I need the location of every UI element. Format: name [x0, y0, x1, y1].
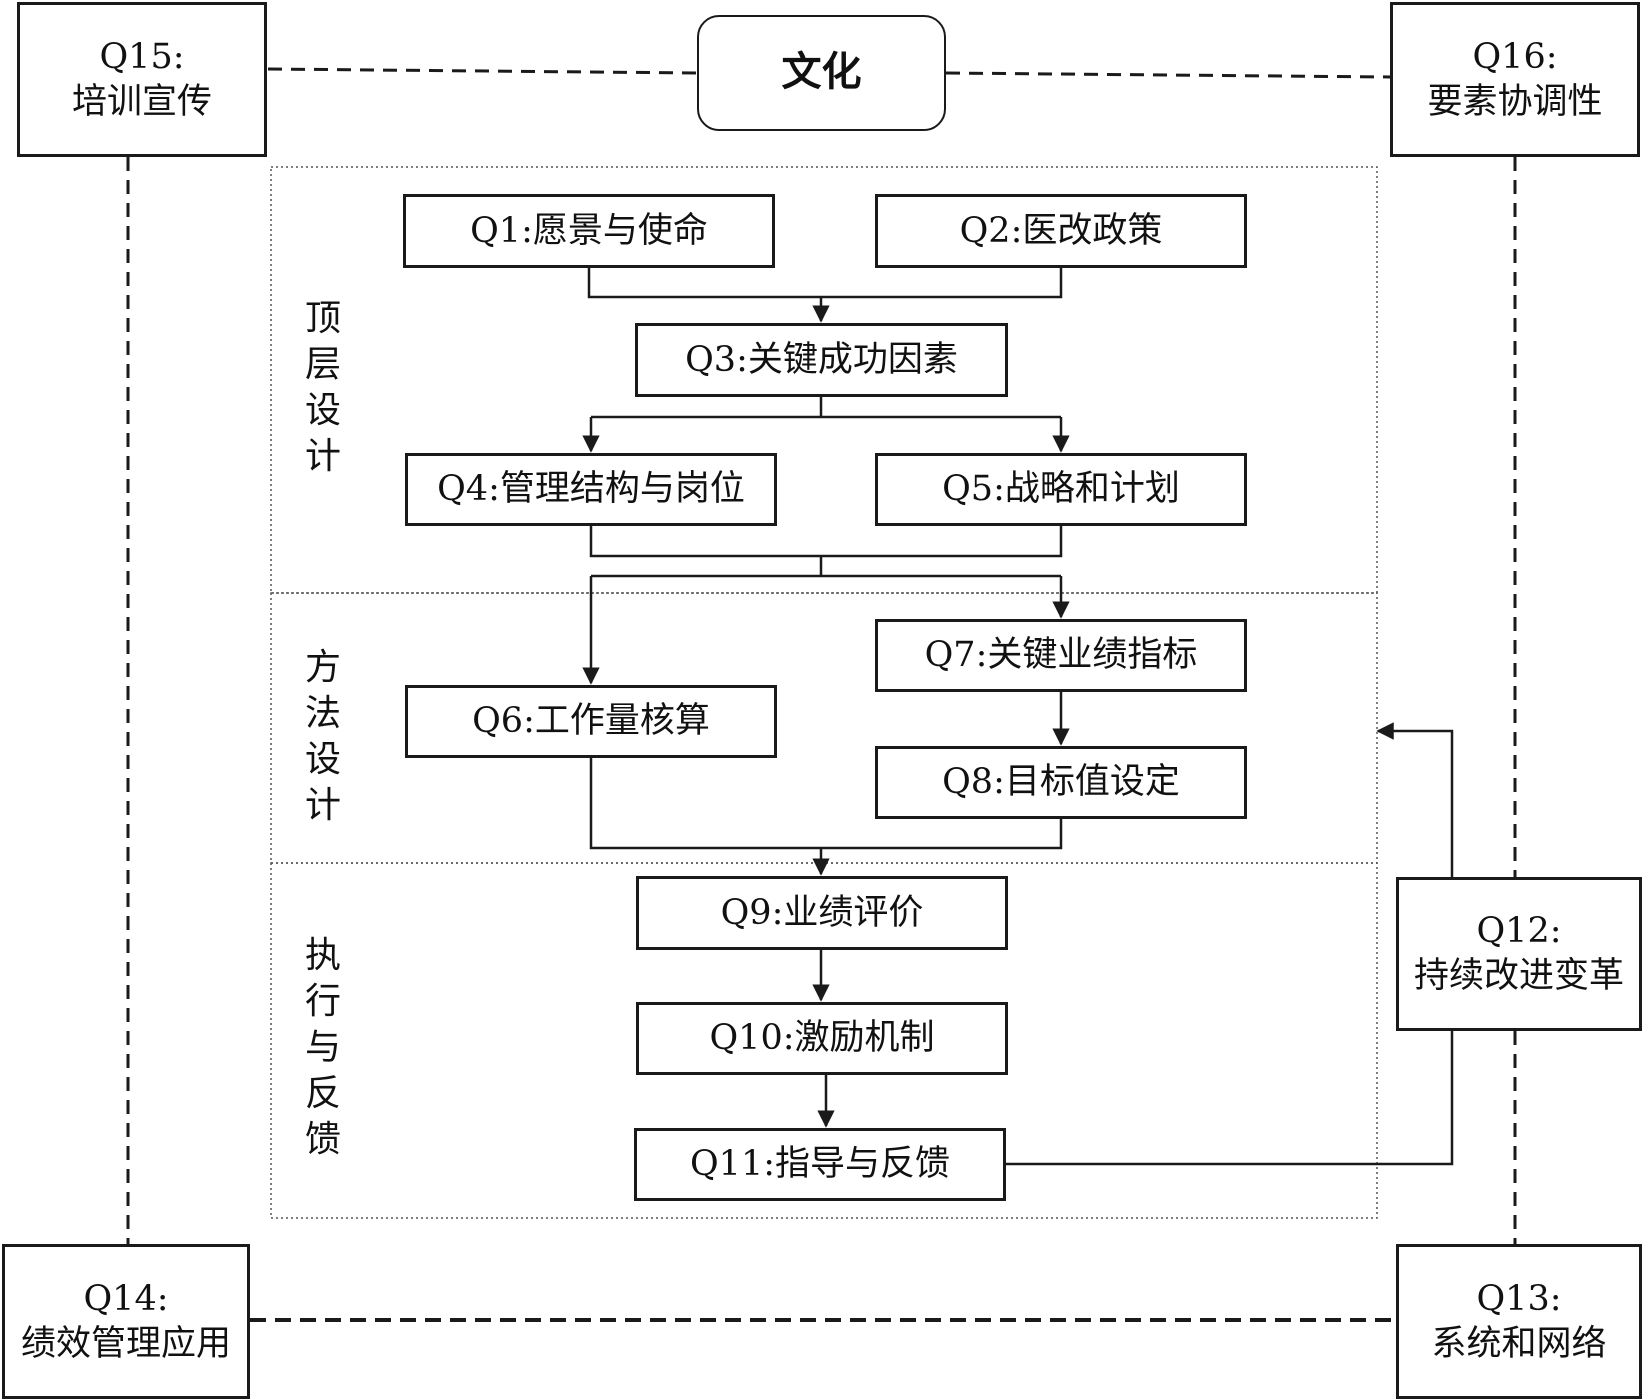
node-q9-label: Q9:业绩评价	[720, 892, 924, 933]
node-q10-label: Q10:激励机制	[709, 1018, 935, 1059]
node-q1: Q1:愿景与使命	[403, 194, 775, 268]
arrow-q12-back	[1376, 722, 1454, 877]
node-q15: Q15: 培训宣传	[17, 2, 267, 157]
node-q15-label: 培训宣传	[71, 81, 212, 122]
link-q11-q12	[1006, 1031, 1454, 1166]
section-char: 计	[304, 785, 341, 826]
node-q6-label: Q6:工作量核算	[472, 701, 710, 742]
node-q8-label: Q8:目标值设定	[942, 762, 1180, 803]
section-char: 层	[304, 344, 341, 385]
dashed-connectors	[126, 67, 1517, 1322]
node-q5: Q5:战略和计划	[875, 453, 1247, 526]
section-label-top-design: 顶 层 设 计	[298, 296, 348, 480]
node-q10: Q10:激励机制	[636, 1002, 1008, 1075]
node-q12-code: Q12:	[1476, 911, 1562, 952]
node-q14: Q14: 绩效管理应用	[2, 1244, 250, 1399]
node-q2-label: Q2:医改政策	[959, 210, 1163, 251]
culture-box: 文化	[697, 15, 946, 131]
node-q4-label: Q4:管理结构与岗位	[437, 469, 745, 510]
section-label-execution: 执 行 与 反 馈	[298, 933, 348, 1163]
dash-culture-q16	[945, 71, 1391, 79]
node-q9: Q9:业绩评价	[636, 876, 1008, 950]
section-char: 设	[304, 739, 341, 780]
node-q11-label: Q11:指导与反馈	[689, 1144, 951, 1185]
node-q13-code: Q13:	[1476, 1278, 1562, 1319]
node-q12: Q12: 持续改进变革	[1396, 877, 1642, 1031]
link-q4-q5-merge	[589, 526, 1063, 558]
section-char: 馈	[304, 1119, 341, 1160]
node-q6: Q6:工作量核算	[405, 685, 777, 758]
link-q1-q2-merge	[587, 268, 1063, 299]
section-char: 与	[304, 1027, 341, 1068]
section-char: 反	[304, 1073, 341, 1114]
flow-connectors	[582, 268, 1454, 1166]
node-q16-label: 要素协调性	[1427, 81, 1603, 122]
node-q7: Q7:关键业绩指标	[875, 619, 1247, 692]
node-q5-label: Q5:战略和计划	[942, 469, 1180, 510]
section-char: 执	[304, 935, 341, 976]
node-q13: Q13: 系统和网络	[1396, 1244, 1642, 1399]
node-q1-label: Q1:愿景与使命	[470, 210, 708, 251]
section-char: 方	[304, 647, 341, 688]
node-q7-label: Q7:关键业绩指标	[924, 635, 1198, 676]
node-q16-code: Q16:	[1472, 36, 1558, 77]
section-label-method-design: 方 法 设 计	[298, 645, 348, 829]
node-q13-label: 系统和网络	[1431, 1323, 1607, 1364]
node-q15-code: Q15:	[99, 36, 185, 77]
section-char: 设	[304, 390, 341, 431]
node-q14-code: Q14:	[83, 1278, 169, 1319]
node-q4: Q4:管理结构与岗位	[405, 453, 777, 526]
node-q3-label: Q3:关键成功因素	[685, 339, 958, 380]
section-char: 法	[304, 693, 341, 734]
culture-label: 文化	[781, 49, 862, 96]
node-q14-label: 绩效管理应用	[20, 1323, 231, 1364]
section-char: 顶	[304, 298, 341, 339]
section-char: 行	[304, 981, 341, 1022]
section-char: 计	[304, 436, 341, 477]
node-q8: Q8:目标值设定	[875, 746, 1247, 819]
node-q12-label: 持续改进变革	[1413, 956, 1624, 996]
node-q16: Q16: 要素协调性	[1390, 2, 1640, 157]
node-q3: Q3:关键成功因素	[635, 323, 1008, 397]
node-q2: Q2:医改政策	[875, 194, 1247, 268]
frame-top-design	[270, 166, 1378, 594]
node-q11: Q11:指导与反馈	[634, 1128, 1006, 1201]
dash-q15-culture	[267, 67, 698, 75]
link-q3-split	[591, 397, 1061, 419]
link-q6-q8-merge	[589, 758, 1063, 850]
